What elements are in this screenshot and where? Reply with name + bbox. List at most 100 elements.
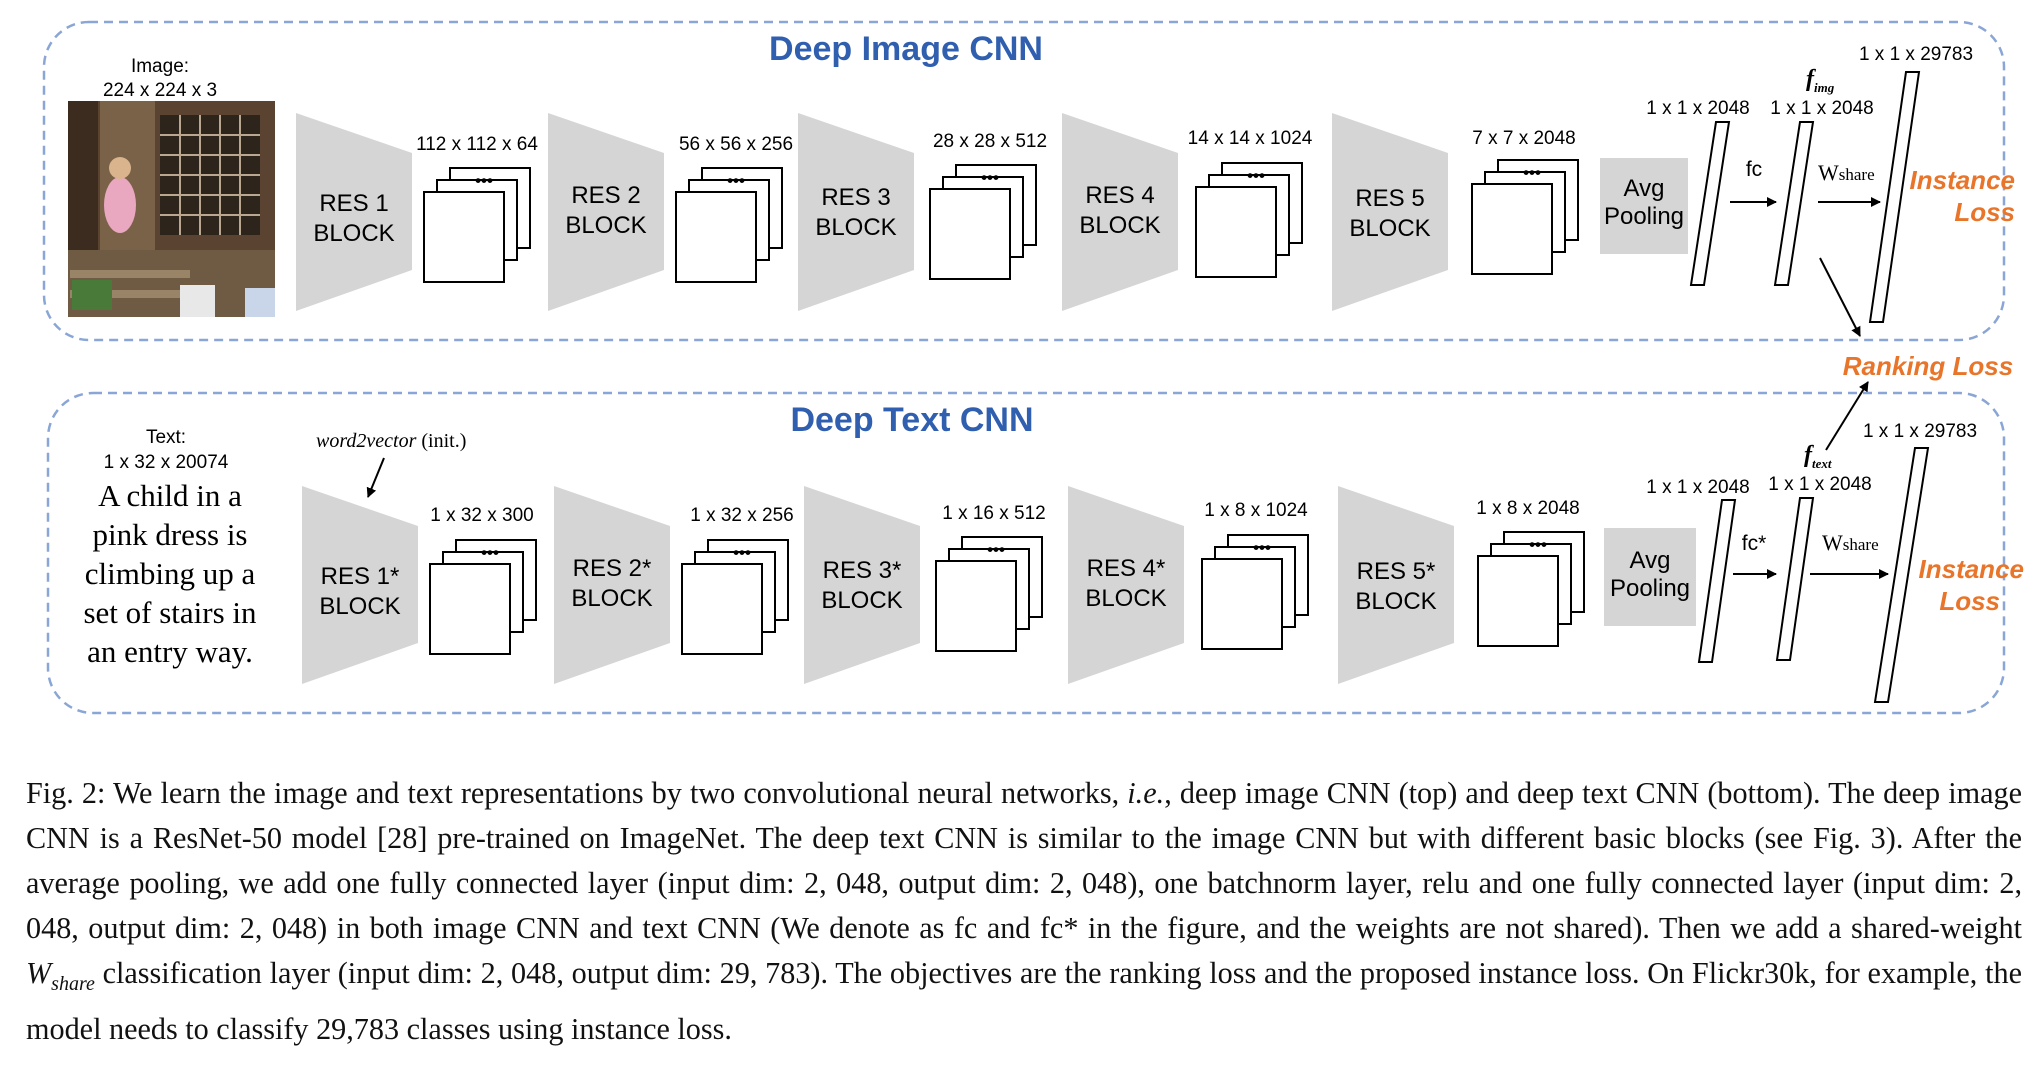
sentence-line-4: set of stairs in — [83, 595, 257, 630]
image-block-3-line2: BLOCK — [815, 214, 896, 241]
text-dim-4: 1 x 8 x 1024 — [1204, 500, 1308, 521]
image-feature-dim: 1 x 1 x 2048 — [1770, 98, 1874, 119]
image-stack-2 — [675, 167, 783, 283]
text-block-3-line2: BLOCK — [821, 587, 902, 614]
image-res-block-1 — [296, 113, 412, 311]
image-fc-label: fc — [1746, 158, 1762, 181]
text-feature-vector — [1775, 497, 1815, 661]
image-block-4-line1: RES 4 — [1085, 182, 1154, 209]
ranking-loss-label: Ranking Loss — [1843, 351, 2013, 381]
image-dim-1: 112 x 112 x 64 — [416, 134, 538, 155]
image-stack-5-dots: ••• — [1523, 163, 1541, 182]
image-panel-border — [42, 20, 2006, 342]
image-feature-vector — [1773, 121, 1815, 286]
image-stack-2-dots: ••• — [727, 171, 745, 190]
text-dim-1: 1 x 32 x 300 — [430, 505, 534, 526]
text-loss-line2: Loss — [1939, 586, 2000, 616]
sentence-line-1: A child in a — [98, 478, 242, 513]
text-res-block-1 — [302, 486, 418, 684]
image-stack-1 — [423, 167, 531, 283]
image-out-dim: 1 x 1 x 29783 — [1859, 44, 1973, 65]
text-res-block-4 — [1068, 486, 1184, 684]
figure-caption: Fig. 2: We learn the image and text repr… — [26, 771, 2022, 1052]
image-block-5-line2: BLOCK — [1349, 215, 1430, 242]
text-stack-5-dots: ••• — [1529, 535, 1547, 554]
text-dim-2: 1 x 32 x 256 — [690, 505, 794, 526]
input-photo — [68, 101, 275, 317]
text-stack-1 — [429, 539, 537, 655]
image-pool-line1: Avg — [1624, 175, 1665, 202]
text-block-5-line1: RES 5* — [1357, 558, 1436, 585]
caption-w-sub: share — [51, 973, 95, 996]
text-stack-3-dots: ••• — [987, 540, 1005, 559]
image-input-label: Image: — [131, 56, 189, 77]
image-dim-4: 14 x 14 x 1024 — [1188, 128, 1313, 149]
image-block-1-line1: RES 1 — [319, 190, 388, 217]
text-panel-border — [46, 391, 2006, 715]
text-out-dim: 1 x 1 x 29783 — [1863, 421, 1977, 442]
text-feature-label: ftext — [1804, 442, 1832, 471]
text-block-1-line1: RES 1* — [321, 563, 400, 590]
image-loss-line1: Instance — [1910, 165, 2016, 195]
image-dim-2: 56 x 56 x 256 — [679, 134, 793, 155]
image-dim-3: 28 x 28 x 512 — [933, 131, 1047, 152]
image-stack-4-dots: ••• — [1247, 166, 1265, 185]
image-stack-1-dots: ••• — [475, 171, 493, 190]
image-res-block-5 — [1332, 113, 1448, 311]
text-stack-1-dots: ••• — [481, 543, 499, 562]
image-block-5-line1: RES 5 — [1355, 185, 1424, 212]
image-pool-vector — [1689, 121, 1731, 286]
text-stack-4-dots: ••• — [1253, 538, 1271, 557]
caption-w-share: Wshare — [26, 956, 95, 995]
image-block-2-line2: BLOCK — [565, 212, 646, 239]
image-output-vector — [1868, 71, 1921, 323]
text-pool-vector — [1697, 499, 1737, 663]
text-input-size: 1 x 32 x 20074 — [104, 452, 229, 473]
sentence-line-5: an entry way. — [87, 634, 253, 669]
text-pool-line1: Avg — [1630, 547, 1671, 574]
image-block-2-line1: RES 2 — [571, 182, 640, 209]
image-pool-dim: 1 x 1 x 2048 — [1646, 98, 1750, 119]
architecture-diagram: Deep Image CNN Image: 224 x 224 x 3 RES — [42, 20, 2025, 715]
caption-w: W — [26, 956, 52, 990]
ranking-arrow-from-image — [1819, 257, 1861, 337]
image-res-blocks — [296, 113, 1448, 311]
caption-fig-label: Fig. 2: — [26, 776, 113, 810]
image-res-block-2 — [548, 113, 664, 311]
text-output-vector — [1873, 447, 1930, 703]
text-block-4-line2: BLOCK — [1085, 585, 1166, 612]
text-block-5-line2: BLOCK — [1355, 588, 1436, 615]
text-block-1-line2: BLOCK — [319, 593, 400, 620]
text-dim-3: 1 x 16 x 512 — [942, 503, 1046, 524]
text-loss-line1: Instance — [1919, 554, 2025, 584]
image-feature-stacks — [423, 159, 1579, 283]
image-dim-5: 7 x 7 x 2048 — [1472, 128, 1576, 149]
ranking-arrow-from-text — [1825, 381, 1869, 451]
text-share-label: Wshare — [1822, 530, 1879, 555]
text-panel-title: Deep Text CNN — [790, 401, 1033, 439]
text-stack-5 — [1477, 531, 1585, 647]
text-block-4-line1: RES 4* — [1087, 555, 1166, 582]
image-stack-3 — [929, 164, 1037, 280]
image-stack-3-dots: ••• — [981, 168, 999, 187]
word2vector-arrow — [366, 457, 385, 498]
caption-part-2: , deep image CNN (top) and deep text CNN… — [26, 776, 2022, 945]
image-stack-5 — [1471, 159, 1579, 275]
text-stack-2 — [681, 539, 789, 655]
image-res-block-3 — [798, 113, 914, 311]
text-stack-4 — [1201, 534, 1309, 650]
text-res-block-3 — [804, 486, 920, 684]
image-share-label: Wshare — [1818, 160, 1875, 185]
image-block-3-line1: RES 3 — [821, 184, 890, 211]
text-pool-dim: 1 x 1 x 2048 — [1646, 477, 1750, 498]
caption-ie: i.e. — [1127, 776, 1165, 810]
text-block-3-line1: RES 3* — [823, 557, 902, 584]
text-stack-3 — [935, 536, 1043, 652]
text-res-blocks — [302, 486, 1454, 684]
image-avg-pooling — [1600, 158, 1688, 254]
text-pool-line2: Pooling — [1610, 575, 1690, 602]
text-feature-stacks — [429, 531, 1585, 655]
image-input-size: 224 x 224 x 3 — [103, 80, 217, 101]
text-res-block-5 — [1338, 486, 1454, 684]
caption-part-3: classification layer (input dim: 2, 048,… — [26, 956, 2022, 1047]
